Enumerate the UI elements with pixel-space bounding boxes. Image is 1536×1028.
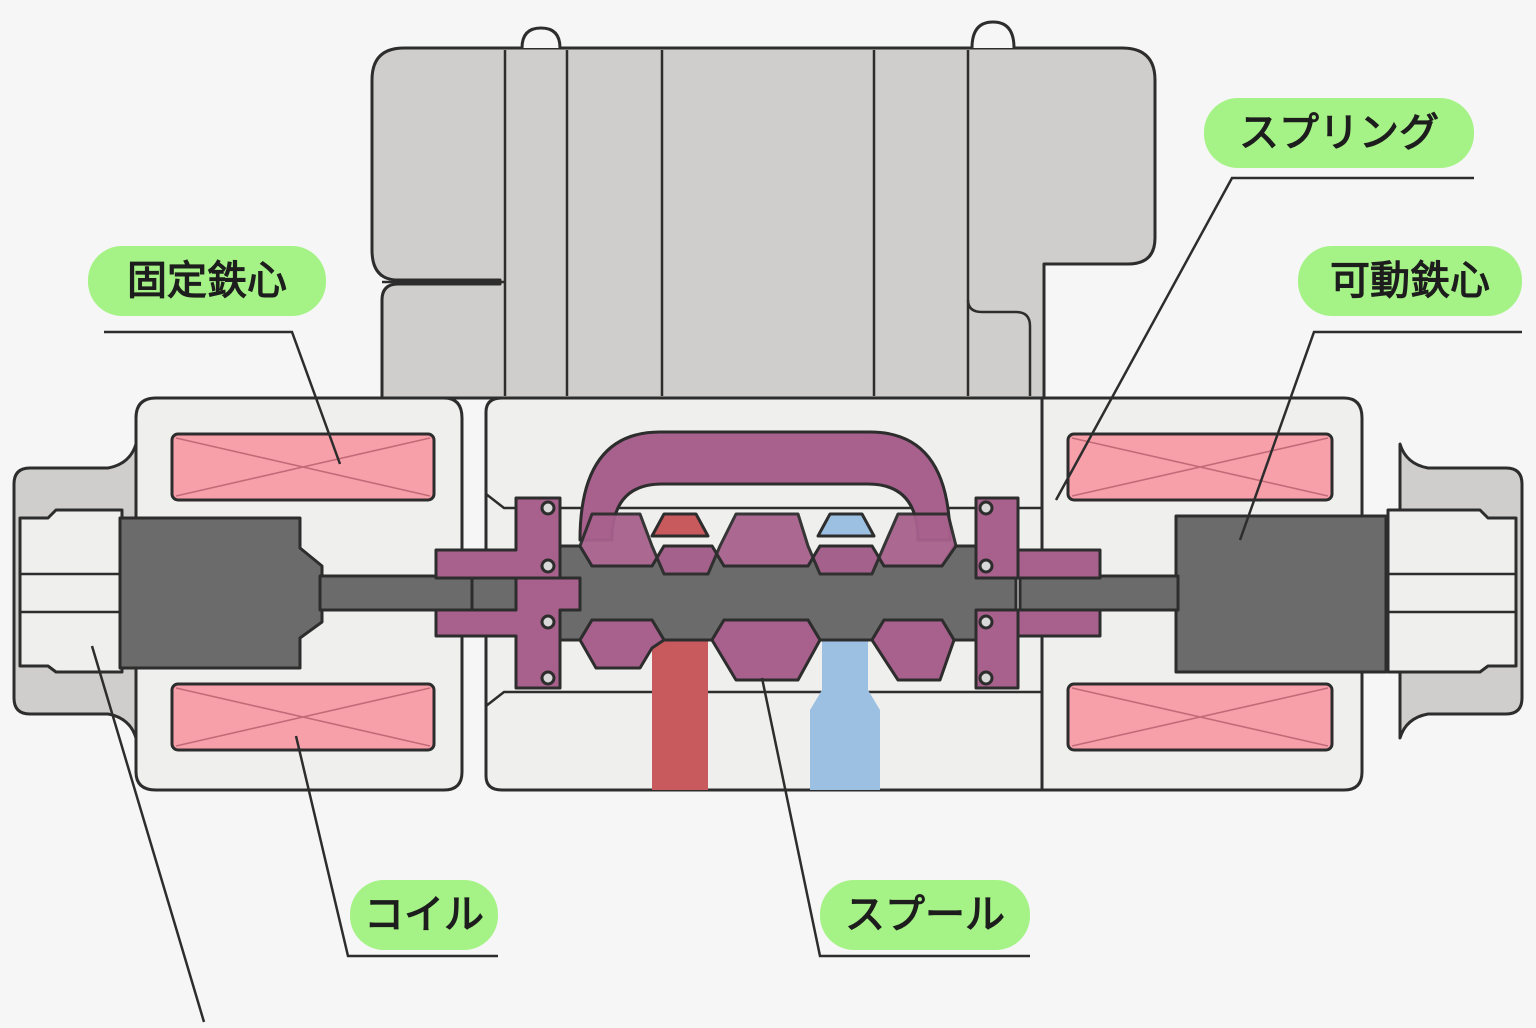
pressure-port	[652, 640, 708, 790]
fixed-core-leader	[104, 330, 342, 465]
top-housing	[370, 20, 1157, 400]
spool-leader	[760, 677, 1030, 958]
left-plunger-leader	[90, 645, 206, 1023]
right-solenoid	[1018, 396, 1524, 792]
tank-port	[810, 640, 880, 790]
movable-core-label: 可動鉄心	[1298, 246, 1522, 316]
spool-label: スプール	[820, 880, 1030, 950]
spring-label: スプリング	[1204, 98, 1474, 168]
leader-lines	[90, 176, 1522, 1023]
spring-leader	[1054, 176, 1474, 501]
movable-core-leader	[1238, 330, 1522, 541]
left-solenoid	[12, 396, 482, 792]
fixed-core-label: 固定鉄心	[88, 246, 326, 316]
coil-label: コイル	[350, 880, 498, 950]
spool	[434, 430, 1102, 690]
coil-leader	[294, 735, 498, 958]
